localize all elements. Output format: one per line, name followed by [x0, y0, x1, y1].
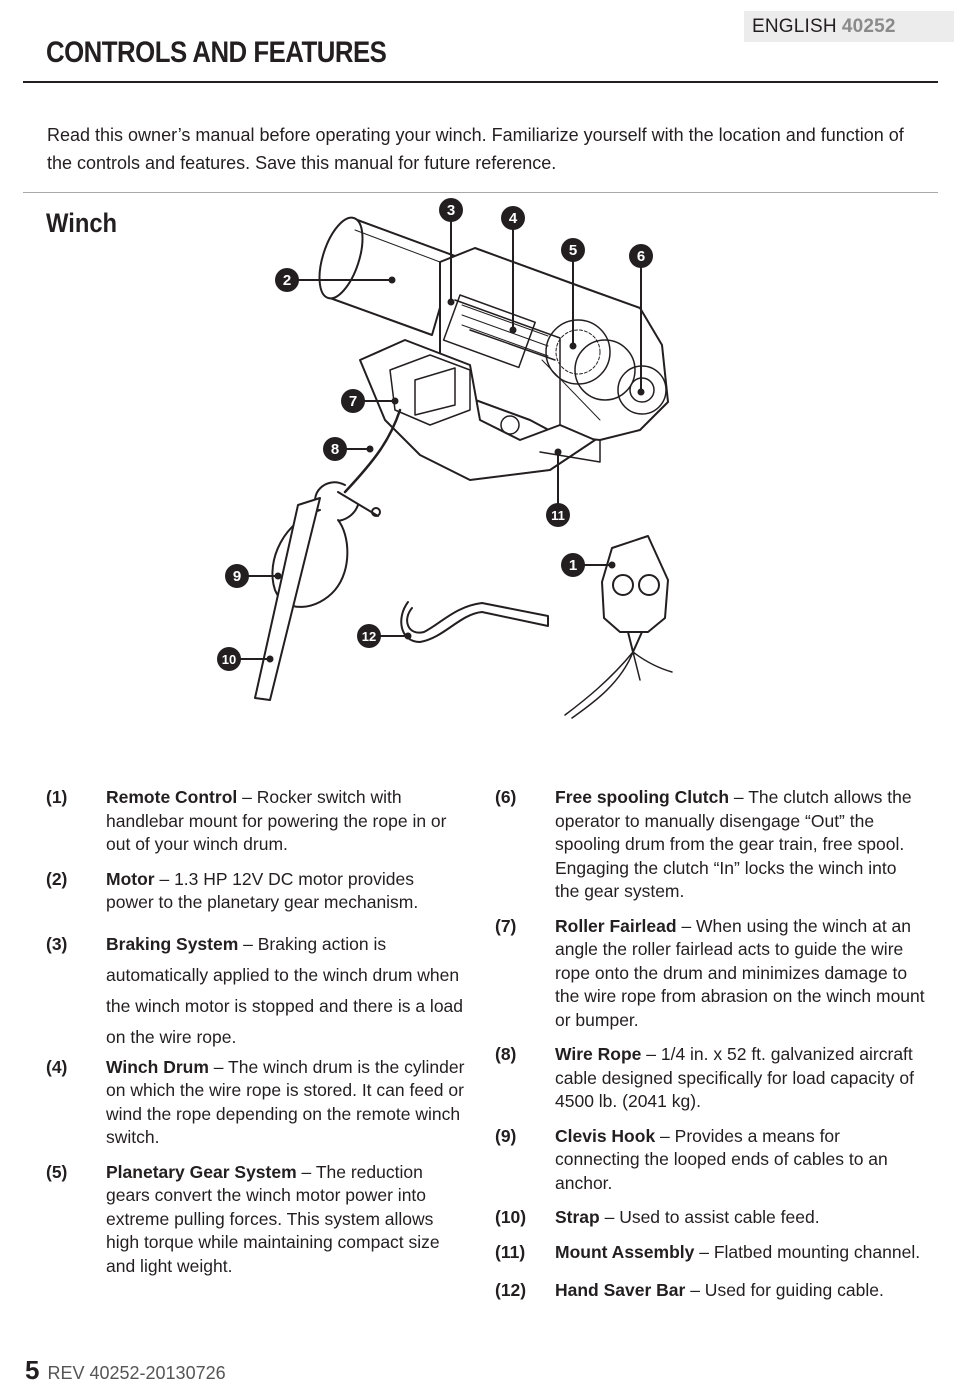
svg-text:9: 9	[233, 568, 241, 585]
svg-text:1: 1	[569, 557, 577, 574]
feature-description: – 1/4 in. x 52 ft. galvanized aircraft c…	[555, 1044, 914, 1111]
strap-drawing	[254, 497, 321, 701]
callout-6: 6	[629, 244, 653, 268]
feature-number: (8)	[495, 1044, 517, 1064]
feature-name: Hand Saver Bar	[555, 1280, 686, 1300]
feature-item-hand-saver-bar: (12) Hand Saver Bar – Used for guiding c…	[495, 1279, 925, 1303]
feature-name: Remote Control	[106, 787, 238, 807]
feature-item-mount-assembly: (11) Mount Assembly – Flatbed mounting c…	[495, 1241, 925, 1265]
feature-number: (4)	[46, 1056, 68, 1077]
feature-item-free-spooling-clutch: (6) Free spooling Clutch – The clutch al…	[495, 786, 925, 904]
features-list-right: (6) Free spooling Clutch – The clutch al…	[495, 786, 925, 1314]
hand-saver-drawing	[400, 601, 549, 643]
feature-item-remote-control: (1) Remote Control – Rocker switch with …	[46, 786, 466, 857]
section-title: Winch	[46, 208, 118, 238]
feature-description: – Rocker switch with handlebar mount for…	[106, 787, 447, 854]
svg-text:6: 6	[637, 248, 645, 265]
feature-number: (7)	[495, 915, 517, 936]
feature-number: (9)	[495, 1125, 517, 1146]
language-label: ENGLISH	[752, 16, 837, 37]
feature-name: Free spooling Clutch	[555, 787, 730, 807]
intro-paragraph: Read this owner’s manual before operatin…	[47, 125, 904, 173]
svg-text:10: 10	[222, 652, 236, 667]
feature-number: (2)	[46, 868, 68, 889]
feature-number: (12)	[495, 1280, 527, 1300]
model-number: 40252	[841, 16, 896, 37]
svg-text:12: 12	[362, 629, 376, 644]
callout-11: 11	[546, 503, 570, 527]
feature-name: Strap	[555, 1207, 600, 1227]
callout-12: 12	[357, 624, 381, 648]
feature-number: (5)	[46, 1161, 68, 1182]
callout-7: 7	[341, 389, 365, 413]
feature-name: Motor	[106, 868, 155, 889]
feature-name: Winch Drum	[106, 1056, 209, 1077]
feature-description: – The winch drum is the cylinder on whic…	[106, 1056, 465, 1148]
features-list-left: (1) Remote Control – Rocker switch with …	[46, 786, 466, 1289]
page-title: CONTROLS AND FEATURES	[46, 36, 387, 69]
feature-item-braking-system: (3) Braking System – Braking action is a…	[46, 929, 466, 1053]
callout-3: 3	[439, 198, 463, 222]
feature-number: (10)	[495, 1207, 527, 1227]
svg-text:8: 8	[331, 441, 339, 458]
callout-5: 5	[561, 238, 585, 262]
feature-name: Mount Assembly	[555, 1241, 695, 1262]
feature-name: Wire Rope	[555, 1044, 642, 1064]
feature-name: Planetary Gear System	[106, 1161, 297, 1182]
callout-9: 9	[225, 564, 249, 588]
svg-text:4: 4	[509, 210, 518, 227]
wire-rope-drawing	[343, 408, 402, 494]
svg-text:11: 11	[551, 508, 565, 523]
feature-description: – When using the winch at an angle the r…	[555, 915, 925, 1030]
section-divider	[23, 192, 938, 193]
feature-item-motor: (2) Motor – 1.3 HP 12V DC motor provides…	[46, 868, 466, 915]
feature-name: Clevis Hook	[555, 1125, 656, 1146]
feature-name: Braking System	[106, 933, 239, 954]
feature-item-roller-fairlead: (7) Roller Fairlead – When using the win…	[495, 915, 925, 1033]
feature-description: – Used for guiding cable.	[685, 1280, 884, 1300]
feature-description: – Provides a means for connecting the lo…	[555, 1125, 888, 1193]
feature-description: – Used to assist cable feed.	[599, 1207, 820, 1227]
title-divider	[23, 81, 938, 83]
feature-number: (3)	[46, 933, 68, 954]
callout-1: 1	[561, 553, 585, 577]
mount-drawing	[359, 339, 601, 481]
feature-item-planetary-gear-system: (5) Planetary Gear System – The reductio…	[46, 1161, 466, 1279]
feature-number: (11)	[495, 1241, 526, 1262]
remote-drawing	[564, 535, 673, 719]
callout-4: 4	[501, 206, 525, 230]
feature-name: Roller Fairlead	[555, 915, 677, 936]
callout-8: 8	[323, 437, 347, 461]
feature-description: – The clutch allows the operator to manu…	[555, 787, 912, 901]
callout-2: 2	[275, 268, 299, 292]
revision-code: REV 40252-20130726	[47, 1363, 226, 1383]
page-footer: 5 REV 40252-20130726	[25, 1355, 226, 1386]
feature-item-winch-drum: (4) Winch Drum – The winch drum is the c…	[46, 1056, 466, 1150]
feature-number: (6)	[495, 787, 517, 807]
feature-description: – Braking action is automatically applie…	[106, 933, 464, 1047]
feature-description: – The reduction gears convert the winch …	[106, 1161, 440, 1276]
svg-text:3: 3	[447, 202, 455, 219]
feature-number: (1)	[46, 787, 68, 807]
winch-diagram: 1 2 3 4 5 6 7 8 9 10 11 12	[217, 198, 673, 719]
feature-description: – Flatbed mounting channel.	[694, 1241, 921, 1262]
feature-item-wire-rope: (8) Wire Rope – 1/4 in. x 52 ft. galvani…	[495, 1043, 925, 1114]
motor-drawing	[318, 216, 456, 336]
svg-text:2: 2	[283, 272, 291, 289]
svg-text:5: 5	[569, 242, 577, 259]
feature-item-clevis-hook: (9) Clevis Hook – Provides a means for c…	[495, 1125, 925, 1196]
feature-item-strap: (10) Strap – Used to assist cable feed.	[495, 1206, 925, 1230]
svg-text:7: 7	[349, 393, 357, 410]
page-number: 5	[25, 1355, 40, 1385]
feature-description: – 1.3 HP 12V DC motor provides power to …	[106, 868, 419, 913]
callout-10: 10	[217, 647, 241, 671]
